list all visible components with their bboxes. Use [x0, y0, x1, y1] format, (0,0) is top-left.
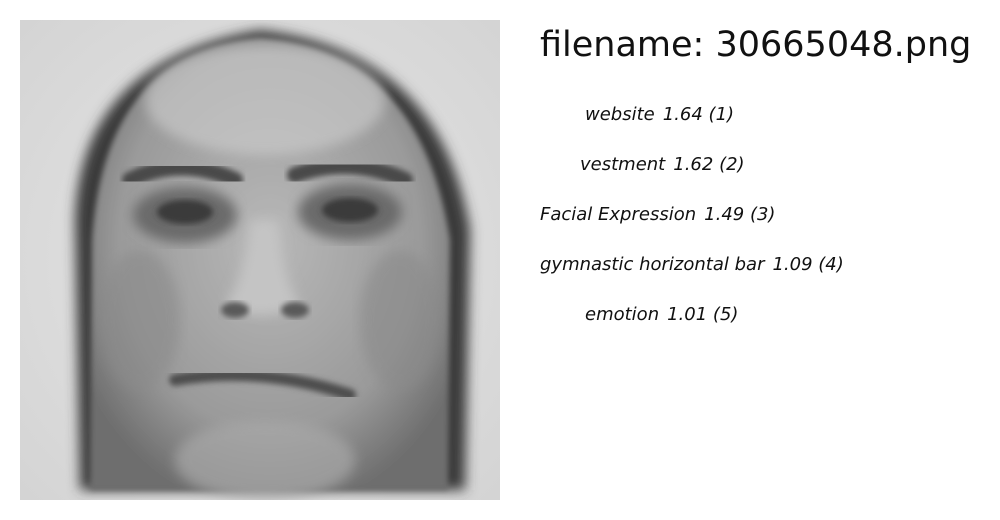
prediction-rank: (3) — [749, 204, 776, 225]
prediction-label: website — [585, 104, 655, 125]
prediction-list: website 1.64 (1) vestment 1.62 (2) Facial … — [540, 95, 844, 345]
prediction-rank: (2) — [719, 154, 745, 175]
prediction-item: website 1.64 (1) — [540, 95, 840, 145]
prediction-score: 1.64 — [662, 104, 703, 125]
prediction-label: vestment — [580, 154, 666, 175]
prediction-rank: (4) — [818, 254, 844, 275]
prediction-label: Facial Expression — [540, 204, 697, 225]
prediction-item: Facial Expression 1.49 (3) — [540, 195, 840, 245]
face-photo-illustration — [20, 20, 500, 500]
prediction-label: gymnastic horizontal bar — [540, 254, 765, 275]
prediction-score: 1.01 — [667, 304, 708, 325]
prediction-score: 1.09 — [772, 254, 813, 275]
prediction-label: emotion — [585, 304, 660, 325]
prediction-item: vestment 1.62 (2) — [540, 145, 840, 195]
prediction-item: gymnastic horizontal bar 1.09 (4) — [540, 245, 844, 295]
face-photo — [20, 20, 500, 500]
prediction-score: 1.62 — [673, 154, 714, 175]
prediction-score: 1.49 — [704, 204, 745, 225]
filename-heading: filename: 30665048.png — [540, 25, 972, 65]
prediction-rank: (1) — [708, 104, 735, 125]
prediction-rank: (5) — [712, 304, 739, 325]
prediction-item: emotion 1.01 (5) — [540, 295, 840, 345]
